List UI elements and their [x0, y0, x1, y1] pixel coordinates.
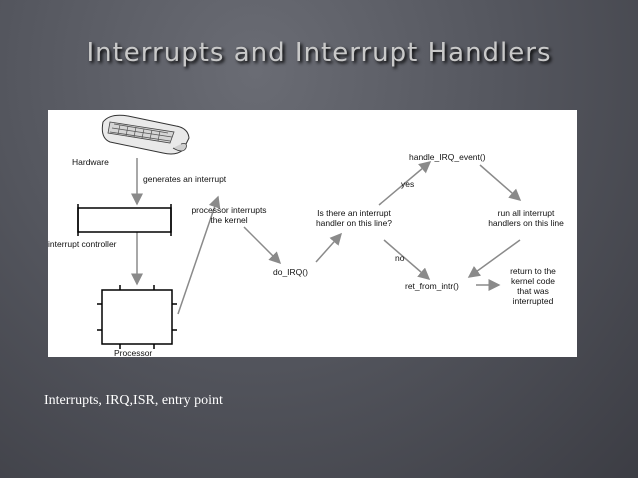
diagram-graphics: [77, 114, 522, 349]
processor-label: Processor: [114, 348, 153, 358]
arrow-doirq-to-question: [315, 232, 342, 263]
arrow-question-no: [383, 239, 431, 280]
interrupt-flow-diagram: Hardware generates an interrupt interrup…: [48, 110, 577, 358]
question-label: Is there an interrupt handler on this li…: [315, 208, 393, 228]
arrow-question-yes: [378, 161, 432, 206]
hardware-label: Hardware: [72, 157, 109, 167]
return-to-kernel-label: return to the kernel code that was inter…: [510, 266, 556, 306]
arrow-kernel-to-doirq: [243, 226, 282, 265]
processor-interrupts-label: processor interrupts the kernel: [191, 205, 267, 225]
handle-irq-event-label: handle_IRQ_event(): [409, 152, 486, 162]
arrow-processor-to-kernel: [177, 195, 221, 315]
do-irq-label: do_IRQ(): [273, 267, 308, 277]
processor-box: [97, 285, 177, 349]
generates-interrupt-label: generates an interrupt: [143, 174, 227, 184]
run-all-handlers-label: run all interrupt handlers on this line: [488, 208, 564, 228]
no-label: no: [395, 253, 405, 263]
slide-title: Interrupts and Interrupt Handlers: [86, 38, 552, 68]
yes-label: yes: [401, 179, 415, 189]
ret-from-intr-label: ret_from_intr(): [405, 281, 459, 291]
arrow-handle-to-runall: [479, 164, 522, 201]
arrow-runall-to-ret: [467, 239, 521, 278]
keyboard-icon: [101, 114, 190, 155]
interrupt-controller-box: [77, 204, 172, 236]
interrupt-controller-label: interrupt controller: [48, 239, 117, 249]
slide-caption: Interrupts, IRQ,ISR, entry point: [44, 393, 223, 408]
